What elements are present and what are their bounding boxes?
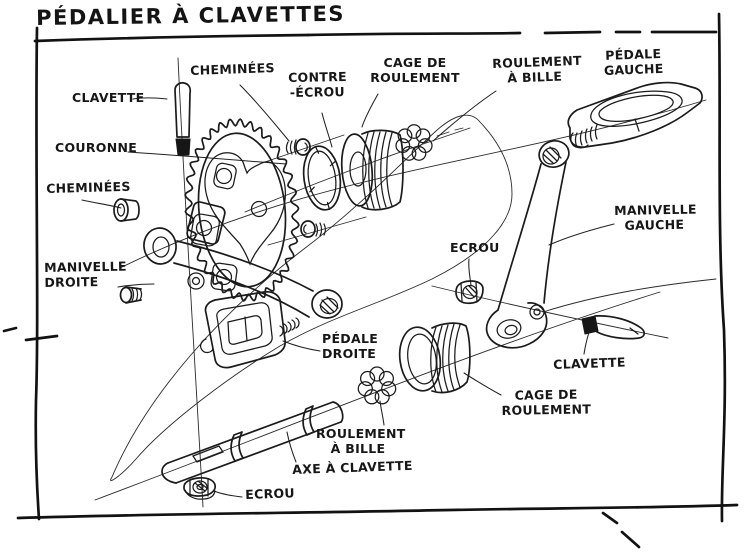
label-manivelle-gauche: MANIVELLE GAUCHE [614, 201, 697, 233]
eye-hatch [319, 296, 339, 315]
bearing-cup-top [340, 129, 404, 211]
crank-left [485, 140, 570, 349]
label-cage-roulement-bottom: CAGE DE ROULEMENT [501, 386, 592, 418]
bearing-ball [415, 128, 431, 144]
leader-lines [81, 84, 615, 498]
spider-cutout [204, 152, 287, 266]
bearing-row-axis [244, 127, 471, 213]
register-tick-bottom-2 [620, 530, 641, 549]
label-cheminees-left: CHEMINÉES [46, 178, 131, 196]
register-tick-bottom-1 [601, 511, 619, 525]
couronne-chainring [184, 118, 300, 302]
cotter-pin-left [174, 81, 192, 156]
cotter-axis-vertical [177, 57, 204, 508]
nut-hatch [465, 285, 478, 298]
cup-threads-bottom [430, 323, 461, 393]
label-roulement-bille-top: ROULEMENT À BILLE [492, 52, 583, 86]
label-clavette-right: CLAVETTE [553, 354, 626, 372]
cotter-pin-left-thread [175, 138, 191, 156]
collar-2 [302, 405, 315, 436]
pedal-left-spindle-threads [574, 124, 598, 148]
label-clavette-top-left: CLAVETTE [72, 90, 145, 105]
cheminee-stud-top [285, 138, 311, 156]
label-cheminees-top: CHEMINÉES [190, 60, 275, 78]
bearing-ball [357, 381, 373, 397]
pedal-right [200, 290, 300, 369]
spindle-axis [94, 291, 661, 501]
bearing-ball [411, 145, 427, 161]
cotter-pin-right [581, 315, 645, 340]
bearing-ball [359, 370, 376, 387]
register-tick-left-cross [24, 334, 59, 342]
bearing-ball [395, 138, 411, 154]
collar-1 [230, 431, 244, 462]
page-title: PÉDALIER À CLAVETTES [36, 1, 346, 30]
label-ecrou-bottom: ECROU [245, 485, 296, 502]
bearing-ball [374, 389, 390, 405]
ball-bearing-bottom [357, 366, 397, 405]
bearing-ball [406, 124, 422, 139]
construction-lines [94, 57, 717, 508]
label-pedale-droite: PÉDALE DROITE [322, 331, 379, 361]
nut-hatch [194, 480, 209, 492]
crank-right [143, 201, 343, 319]
bearing-ball [369, 366, 385, 382]
label-roulement-bille-bottom: ROULEMENT À BILLE [316, 426, 406, 456]
label-couronne: COURONNE [55, 140, 138, 155]
pedal-left [567, 81, 703, 149]
cup-threads-top [362, 131, 393, 209]
cheminee-stud-lower-left [119, 286, 143, 304]
rotation-ellipse [110, 114, 513, 481]
sketch-border [2, 12, 739, 549]
bearing-ball [378, 370, 395, 387]
bearing-ball [397, 128, 413, 144]
pedal-right-spindle-threads [279, 317, 300, 337]
lock-ring [302, 145, 342, 211]
spindle-axis-extension [542, 278, 717, 313]
eye-hatch [542, 146, 562, 164]
pedal-tab [200, 338, 214, 354]
register-tick-left [2, 326, 18, 333]
keyway [192, 445, 224, 463]
nut-right [455, 280, 484, 305]
ball-bearing-top [395, 124, 433, 161]
nut-bottom [183, 476, 217, 500]
cotter-spindle [161, 401, 344, 484]
label-contre-ecrou: CONTRE -ÉCROU [288, 68, 348, 100]
cheminee-stud-mid [300, 220, 327, 238]
bearing-cup-bottom [398, 322, 471, 394]
label-ecrou-right: ECROU [450, 240, 500, 255]
cotter-pin-right-thread [581, 315, 599, 335]
cheminee-nut-left [113, 198, 140, 222]
label-manivelle-droite: MANIVELLE DROITE [44, 258, 127, 290]
label-pedale-gauche: PÉDALE GAUCHE [603, 45, 664, 78]
label-cage-roulement-top: CAGE DE ROULEMENT [370, 55, 460, 85]
